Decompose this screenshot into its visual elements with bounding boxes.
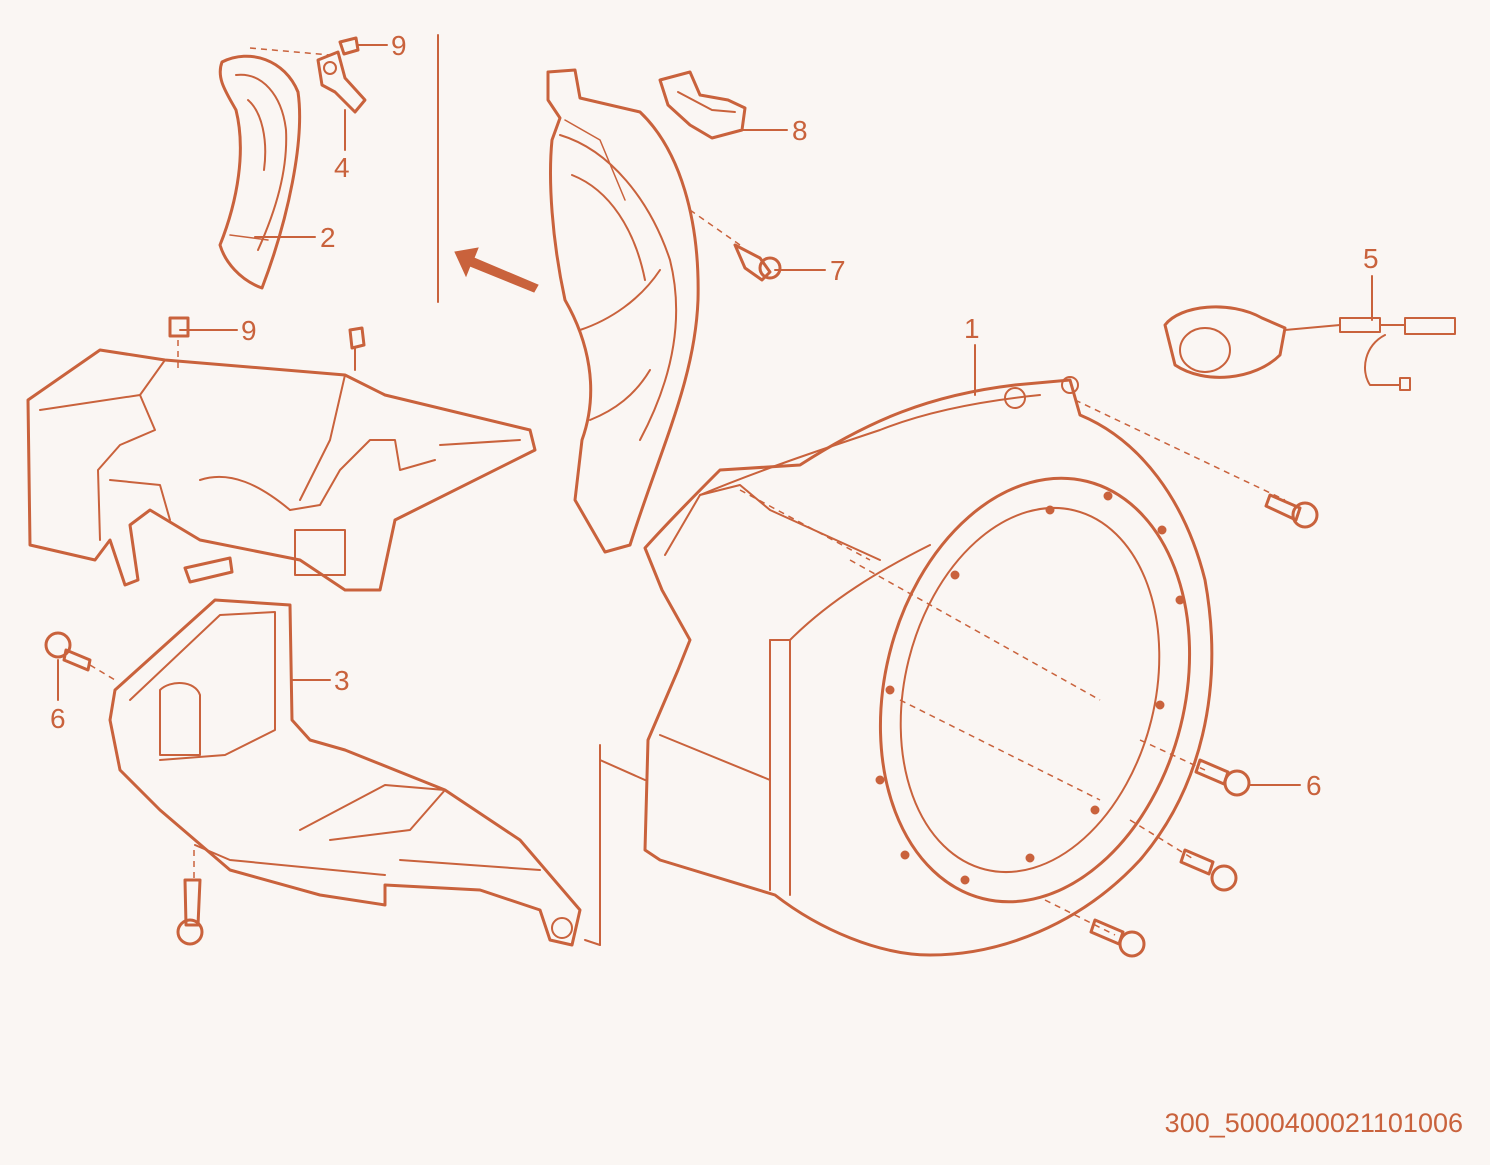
part-4-bracket [316, 50, 367, 114]
part-9-screw-top [338, 36, 360, 56]
part-6-screw-left [44, 631, 116, 681]
screw-bottom-left [176, 850, 204, 946]
screw-right-bottom [1089, 918, 1146, 958]
part-5-switch [1163, 305, 1456, 391]
callout-2: 2 [320, 222, 336, 253]
part-2-guide-plate [218, 54, 302, 290]
callout-6-right: 6 [1306, 770, 1322, 801]
part-9-nut-mid [168, 316, 190, 370]
screw-right-mid [1179, 848, 1238, 892]
callout-8: 8 [792, 115, 808, 146]
callout-3: 3 [334, 665, 350, 696]
part-shroud-cover [546, 68, 700, 554]
direction-arrow [454, 247, 539, 293]
callout-9-mid: 9 [241, 315, 257, 346]
part-1-fan-housing [643, 376, 1286, 957]
callout-labels: 1 2 3 4 5 6 6 7 8 9 9 [50, 30, 1379, 801]
part-3-lower-cover [108, 598, 582, 947]
callout-1: 1 [964, 313, 980, 344]
callout-4: 4 [334, 152, 350, 183]
callout-7: 7 [830, 255, 846, 286]
callout-6-left: 6 [50, 703, 66, 734]
leader-lines [57, 44, 1373, 786]
diagram-code: 300_5000400021101006 [1165, 1108, 1463, 1138]
part-upper-housing [26, 326, 537, 592]
callout-5: 5 [1363, 243, 1379, 274]
part-8-clip [658, 70, 747, 140]
screw-right-top [1264, 493, 1319, 529]
center-divider [584, 744, 646, 946]
callout-9-top: 9 [391, 30, 407, 61]
part-6-screw-right [1194, 758, 1251, 797]
part-7-screw [689, 209, 782, 282]
